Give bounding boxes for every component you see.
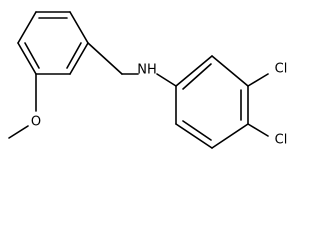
bond <box>247 73 269 87</box>
chlorine-top-label: Cl <box>275 62 288 77</box>
bond <box>156 73 177 87</box>
bond <box>87 42 123 75</box>
bond <box>69 11 89 44</box>
structure-canvas: O NH Cl Cl <box>8 11 288 149</box>
bond <box>211 123 249 149</box>
chloro-substituents: Cl Cl <box>247 62 288 148</box>
bond <box>211 55 249 87</box>
bond <box>247 123 269 137</box>
double-bond <box>182 120 212 141</box>
oxygen-label: O <box>31 115 41 130</box>
benzyl-amine-linker: NH <box>87 42 177 87</box>
right-benzene-ring <box>175 55 249 149</box>
chlorine-bottom-label: Cl <box>275 133 288 148</box>
bond <box>17 11 37 44</box>
double-bond <box>66 42 82 69</box>
molecule-structure: O NH Cl Cl <box>8 11 288 149</box>
bond <box>8 125 29 139</box>
bond <box>175 123 213 149</box>
bond <box>69 42 89 75</box>
double-bond <box>24 42 40 69</box>
nh-label: NH <box>137 63 157 78</box>
methoxy-group: O <box>8 73 41 139</box>
bond <box>17 42 37 75</box>
bond <box>175 55 213 87</box>
double-bond <box>182 63 212 90</box>
left-benzene-ring <box>17 11 89 75</box>
